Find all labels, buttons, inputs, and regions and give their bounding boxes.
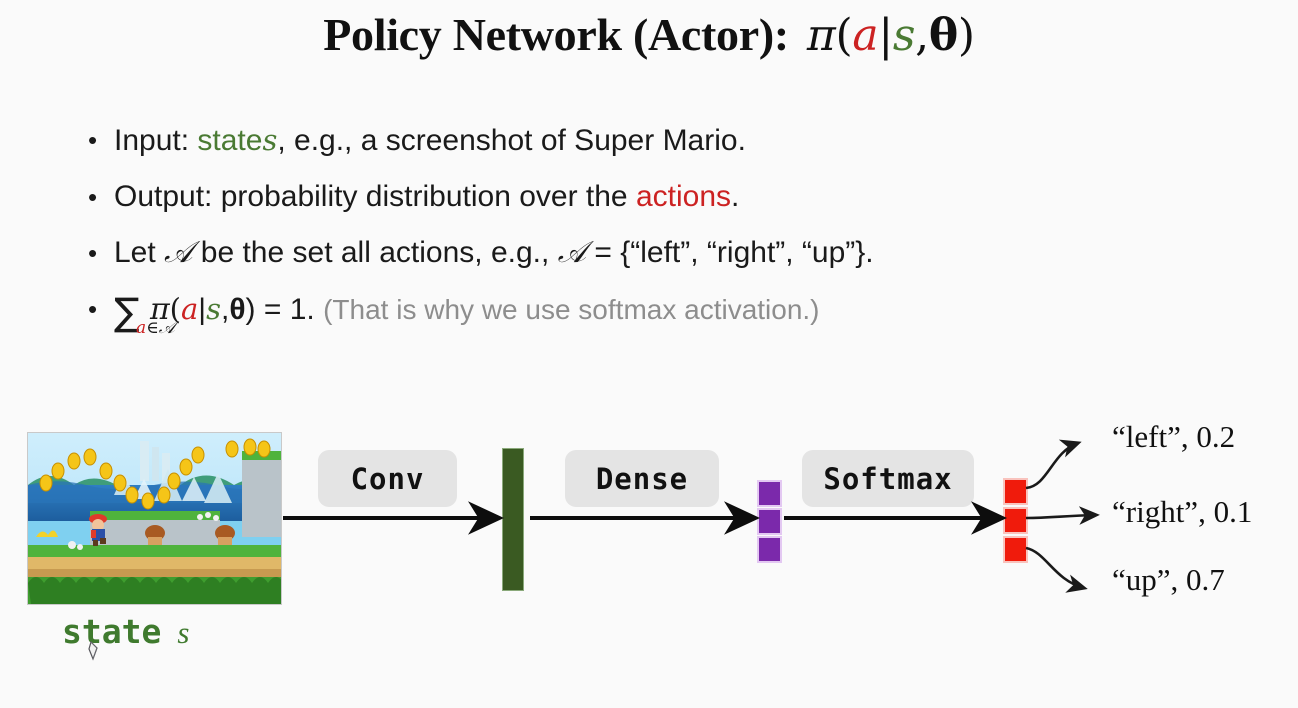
- policy-theta-symbol: θ: [229, 293, 246, 326]
- summation-subscript-a: a: [136, 318, 147, 338]
- paren-close: ): [957, 10, 975, 61]
- bullet-input-s-symbol: s: [262, 123, 278, 157]
- summation-subscript: a∈𝒜: [136, 300, 175, 356]
- bullet-input: Input: states, e.g., a screenshot of Sup…: [86, 112, 1206, 169]
- goomba-sprite-2: [215, 525, 235, 545]
- arrow-softmax-to-up: [1025, 546, 1088, 593]
- dense-unit-2: [757, 508, 782, 535]
- script-a-symbol-2: 𝒜: [557, 235, 587, 270]
- policy-paren-open: (: [169, 292, 181, 326]
- policy-conditional-bar: |: [198, 293, 207, 326]
- arrow-softmax-to-right: [1025, 506, 1100, 525]
- bullet-input-state: state: [197, 124, 263, 157]
- action-variable: a: [852, 10, 879, 61]
- bullet-input-prefix: Input:: [114, 124, 198, 157]
- pi-symbol: π: [806, 10, 836, 61]
- policy-state-variable: s: [206, 292, 221, 326]
- page-title-text: Policy Network (Actor):: [323, 9, 789, 60]
- conv-feature-bar: [502, 448, 524, 591]
- state-variable: s: [892, 10, 916, 61]
- bullet-output-prefix: Output: probability distribution over th…: [114, 180, 636, 213]
- bullet-sum: ∑ a∈𝒜 π(a|s,θ) = 1. (That is why we use …: [86, 281, 1206, 344]
- arrow-softmax-to-left: [1025, 439, 1082, 490]
- policy-action-variable: a: [181, 292, 199, 326]
- policy-equals-one: = 1.: [263, 293, 315, 326]
- layer-label-conv: Conv: [318, 450, 457, 507]
- dense-unit-1: [757, 480, 782, 507]
- title-formula: π(a|s,θ): [807, 10, 975, 61]
- softmax-unit-2: [1003, 507, 1028, 534]
- policy-comma: ,: [220, 293, 230, 326]
- softmax-note: (That is why we use softmax activation.): [323, 294, 820, 325]
- output-label-right: “right”, 0.1: [1112, 494, 1253, 529]
- bullet-actionset-suffix: = {“left”, “right”, “up”}.: [586, 236, 874, 269]
- bullet-output-actions: actions: [635, 180, 732, 213]
- output-label-up: “up”, 0.7: [1112, 562, 1225, 597]
- paren-open: (: [835, 10, 853, 61]
- bullet-output-period: .: [731, 180, 740, 213]
- page-title: Policy Network (Actor): π(a|s,θ): [0, 8, 1298, 61]
- bullet-input-suffix: , e.g., a screenshot of Super Mario.: [277, 124, 746, 157]
- bullet-actionset: Let 𝒜 be the set all actions, e.g., 𝒜 = …: [86, 225, 1206, 281]
- bullet-output: Output: probability distribution over th…: [86, 169, 1206, 225]
- theta-symbol: θ: [928, 10, 958, 61]
- sigma-icon: ∑: [114, 290, 140, 334]
- mario-sprite: [89, 514, 107, 546]
- script-a-symbol: 𝒜: [164, 235, 193, 270]
- conditional-bar: |: [878, 10, 893, 61]
- policy-pi-symbol: π: [149, 292, 170, 327]
- summation-subscript-set: ∈𝒜: [146, 318, 175, 338]
- bullet-actionset-middle: be the set all actions, e.g.,: [192, 236, 558, 269]
- goomba-sprite-1: [145, 525, 165, 545]
- output-label-left: “left”, 0.2: [1112, 419, 1236, 454]
- super-mario-screenshot: [27, 432, 282, 605]
- bullet-list: Input: states, e.g., a screenshot of Sup…: [86, 112, 1206, 344]
- bullet-actionset-prefix: Let: [114, 236, 165, 269]
- state-caption-text: state: [62, 612, 162, 651]
- comma: ,: [915, 10, 929, 61]
- pen-cursor-icon: [88, 640, 98, 661]
- state-caption-symbol: s: [177, 615, 190, 650]
- layer-label-dense: Dense: [565, 450, 719, 507]
- layer-label-softmax: Softmax: [802, 450, 974, 507]
- softmax-unit-3: [1003, 536, 1028, 563]
- mario-scene-graphic: [28, 433, 281, 604]
- softmax-unit-1: [1003, 478, 1028, 505]
- dense-unit-3: [757, 536, 782, 563]
- policy-paren-close: ): [245, 293, 256, 326]
- summation-group: ∑ a∈𝒜: [114, 288, 175, 344]
